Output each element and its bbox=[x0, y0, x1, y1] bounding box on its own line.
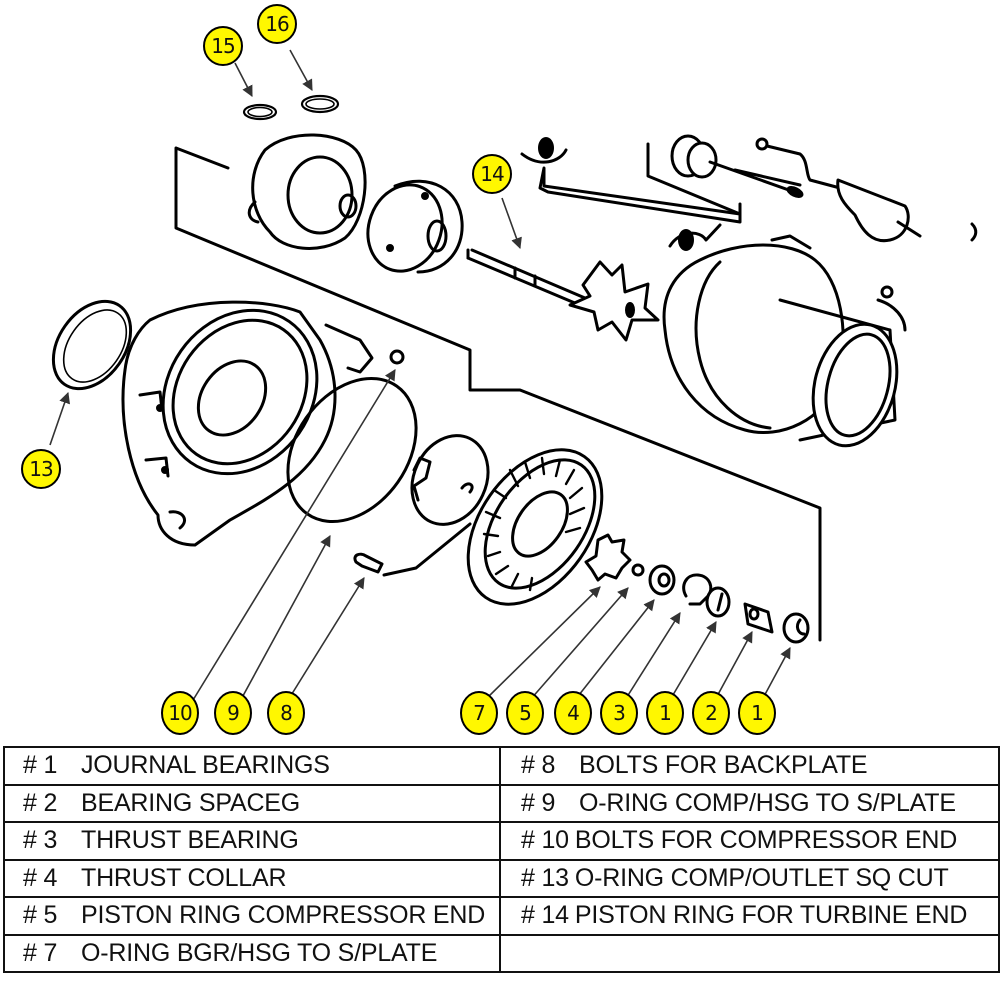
part-8-bolt bbox=[353, 552, 384, 574]
part-number: # 2 bbox=[23, 788, 58, 817]
part-description: THRUST BEARING bbox=[81, 826, 299, 855]
part-number: # 7 bbox=[23, 938, 58, 967]
part-number: # 4 bbox=[23, 863, 58, 892]
part-description: JOURNAL BEARINGS bbox=[81, 751, 330, 780]
parts-legend-table: # 1 JOURNAL BEARINGS # 8 BOLTS FOR BACKPLA… bbox=[3, 746, 1000, 973]
table-row: # 2 BEARING SPACEG # 9 O-RING COMP/HSG TO … bbox=[3, 783, 1000, 823]
legend-cell: # 7 O-RING BGR/HSG TO S/PLATE bbox=[3, 933, 501, 973]
part-description: PISTON RING COMPRESSOR END bbox=[81, 901, 486, 930]
part-number: # 9 bbox=[521, 788, 556, 817]
part-compressor-wheel bbox=[410, 434, 490, 526]
part-7-backplate-disc bbox=[466, 448, 604, 606]
legend-cell: # 5 PISTON RING COMPRESSOR END bbox=[3, 896, 501, 936]
plate-outline bbox=[174, 146, 822, 642]
part-5-piston-ring bbox=[584, 533, 632, 582]
part-seal-plate bbox=[366, 179, 464, 274]
callout-2: 2 bbox=[692, 691, 730, 735]
part-number: # 3 bbox=[23, 826, 58, 855]
part-number: # 14 bbox=[521, 901, 569, 930]
turbocharger-exploded-diagram bbox=[49, 49, 978, 706]
part-number: # 10 bbox=[521, 826, 569, 855]
callout-7: 7 bbox=[460, 691, 498, 735]
leader-lines bbox=[49, 49, 791, 706]
part-15-oring bbox=[242, 103, 278, 121]
legend-cell: # 3 THRUST BEARING bbox=[3, 821, 501, 861]
part-1-journal-bearing-b bbox=[782, 612, 810, 644]
part-number: # 1 bbox=[23, 751, 58, 780]
part-number: # 8 bbox=[521, 751, 556, 780]
part-description: BOLTS FOR BACKPLATE bbox=[579, 751, 868, 780]
legend-cell: # 2 BEARING SPACEG bbox=[3, 783, 501, 823]
part-small-dot bbox=[631, 563, 645, 577]
callout-16: 16 bbox=[257, 4, 297, 44]
table-row: # 7 O-RING BGR/HSG TO S/PLATE bbox=[3, 933, 1000, 973]
part-description: THRUST COLLAR bbox=[81, 863, 287, 892]
part-description: O-RING BGR/HSG TO S/PLATE bbox=[81, 938, 438, 967]
part-compressor-housing bbox=[121, 300, 405, 547]
legend-cell: # 1 JOURNAL BEARINGS bbox=[3, 746, 501, 786]
part-description: BEARING SPACEG bbox=[81, 788, 301, 817]
callout-13: 13 bbox=[21, 449, 61, 489]
part-number: # 13 bbox=[521, 863, 569, 892]
part-description: PISTON RING FOR TURBINE END bbox=[574, 901, 968, 930]
part-description: BOLTS FOR COMPRESSOR END bbox=[574, 826, 958, 855]
part-2-bearing-spacer bbox=[743, 602, 774, 634]
legend-cell: # 8 BOLTS FOR BACKPLATE bbox=[499, 746, 1000, 786]
callout-1b: 1 bbox=[738, 691, 776, 735]
table-row: # 1 JOURNAL BEARINGS # 8 BOLTS FOR BACKPLA… bbox=[3, 746, 1000, 786]
callout-5: 5 bbox=[506, 691, 544, 735]
callout-9: 9 bbox=[214, 691, 252, 735]
part-turbine-housing bbox=[662, 234, 907, 448]
part-wastegate-linkage bbox=[520, 137, 742, 251]
part-1-journal-bearing-a bbox=[705, 586, 731, 618]
part-description: O-RING COMP/HSG TO S/PLATE bbox=[579, 788, 956, 817]
part-13-oring bbox=[51, 299, 133, 391]
legend-cell: # 4 THRUST COLLAR bbox=[3, 858, 501, 898]
part-4-thrust-collar bbox=[648, 564, 676, 596]
part-9-oring bbox=[286, 376, 418, 524]
callout-4: 4 bbox=[554, 691, 592, 735]
part-description: O-RING COMP/OUTLET SQ CUT bbox=[574, 863, 949, 892]
legend-cell-empty bbox=[499, 933, 1000, 973]
callout-15: 15 bbox=[203, 26, 243, 66]
legend-cell: # 9 O-RING COMP/HSG TO S/PLATE bbox=[499, 783, 1000, 823]
part-actuator bbox=[646, 134, 978, 243]
part-bearing-housing bbox=[247, 133, 367, 250]
callout-10: 10 bbox=[161, 691, 199, 735]
callout-8: 8 bbox=[267, 691, 305, 735]
part-number: # 5 bbox=[23, 901, 58, 930]
part-16-oring bbox=[300, 94, 340, 114]
callout-1a: 1 bbox=[646, 691, 684, 735]
callout-14: 14 bbox=[472, 154, 512, 194]
part-14-turbine-shaft-wheel bbox=[466, 248, 660, 342]
callout-3: 3 bbox=[600, 691, 638, 735]
